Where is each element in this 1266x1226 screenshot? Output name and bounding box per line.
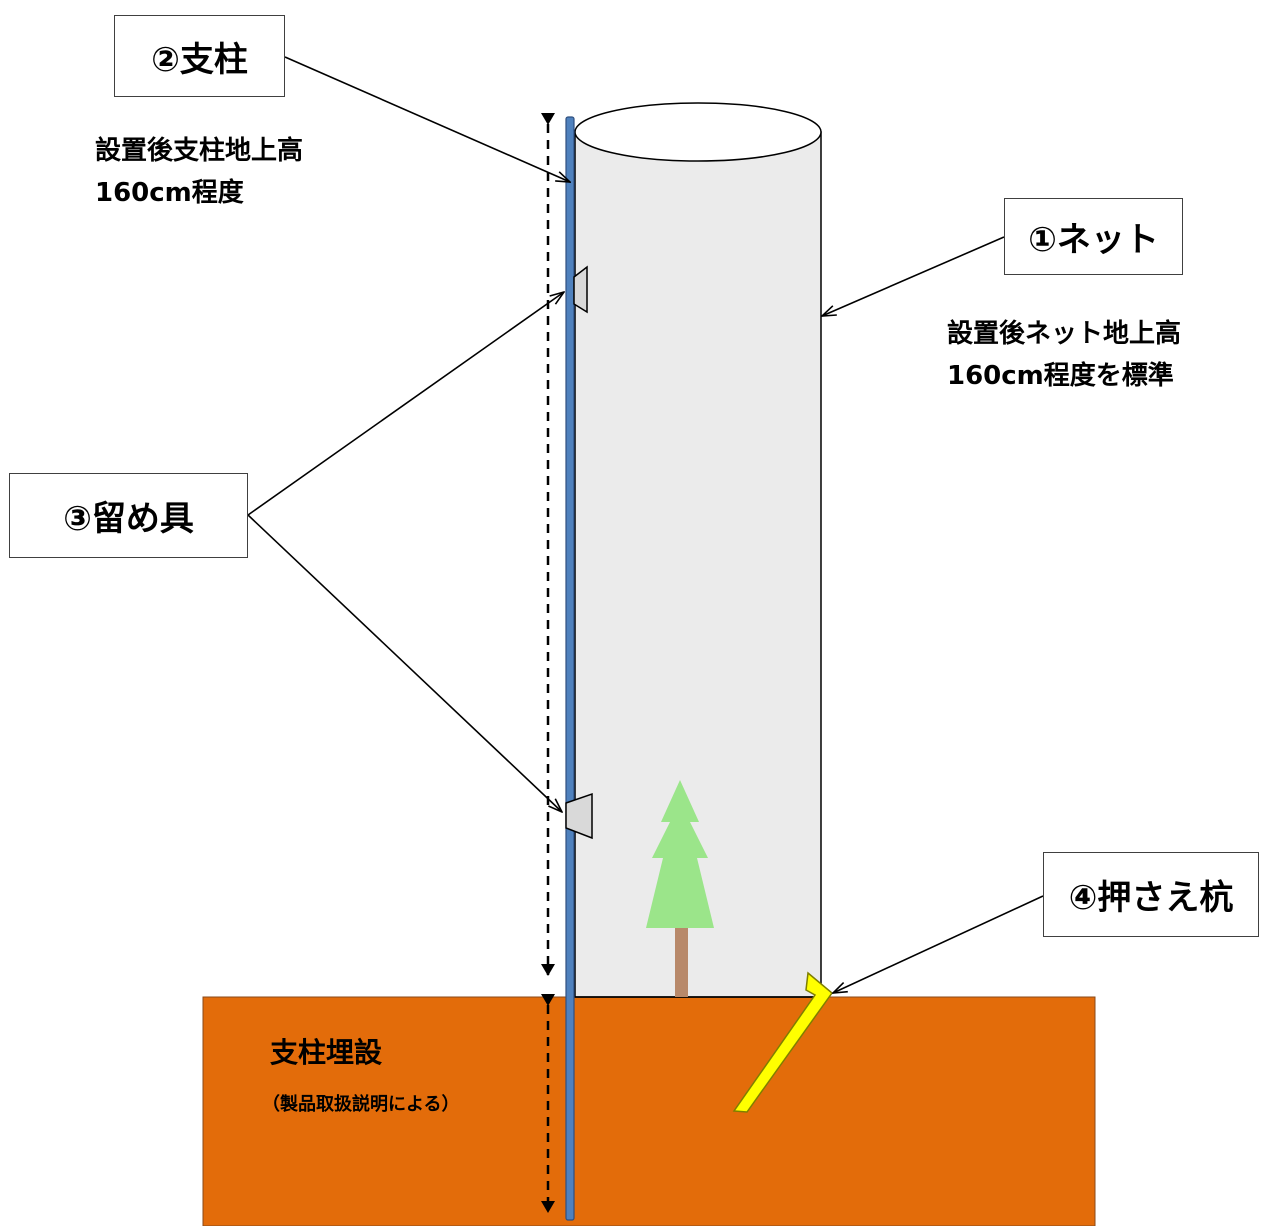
stake-leader	[833, 895, 1044, 993]
pole-label: ②支柱	[114, 15, 285, 97]
fastener-label: ③留め具	[9, 473, 248, 558]
net-height-note: 設置後ネット地上高 160cm程度を標準	[947, 313, 1181, 397]
fastener-leader-lower	[247, 514, 562, 812]
stake-label: ④押さえ杭	[1043, 852, 1259, 937]
pole-height-note: 設置後支柱地上高 160cm程度	[95, 130, 303, 214]
pole-height-note-line2: 160cm程度	[95, 178, 244, 208]
net-label: ①ネット	[1004, 198, 1183, 275]
pole	[565, 116, 575, 1221]
net-height-note-line2: 160cm程度を標準	[947, 361, 1174, 391]
fastener-leader-upper	[247, 292, 564, 516]
tree-foliage	[646, 780, 714, 928]
net-top-rim	[574, 102, 822, 162]
ground	[202, 996, 1096, 1226]
fastener-upper	[573, 265, 588, 314]
burial-subnote: （製品取扱説明による）	[262, 1094, 460, 1115]
net-height-note-line1: 設置後ネット地上高	[947, 319, 1182, 349]
net-leader	[822, 236, 1005, 316]
tree-trunk	[675, 928, 688, 997]
fastener-lower	[565, 792, 593, 840]
pole-leader	[284, 56, 570, 182]
pole-height-note-line1: 設置後支柱地上高	[95, 136, 304, 166]
burial-title: 支柱埋設	[270, 1036, 383, 1069]
